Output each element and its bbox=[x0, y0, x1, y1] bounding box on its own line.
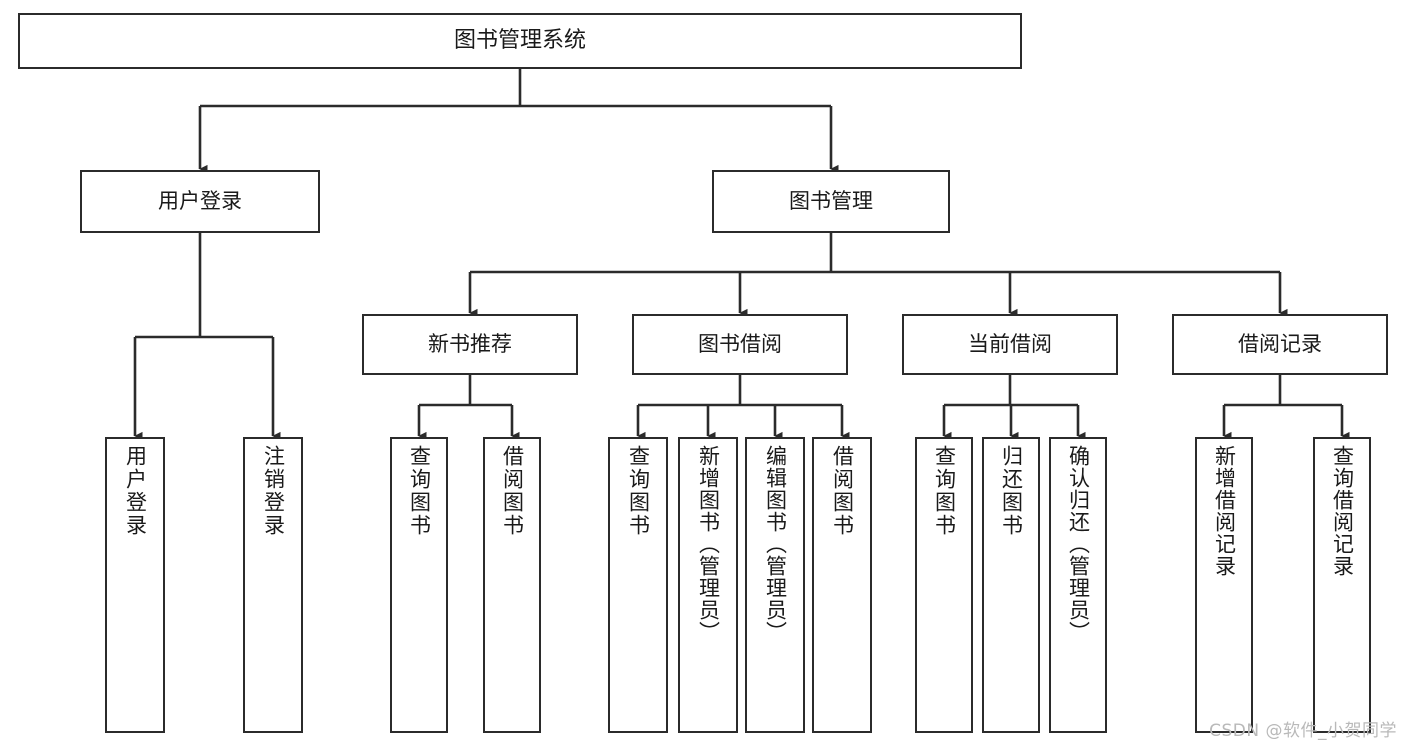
node-label: 查询图书 bbox=[932, 445, 957, 537]
node-leaf-br-add[interactable]: 新增借阅记录 bbox=[1195, 437, 1253, 733]
edge-paths bbox=[133, 69, 1350, 441]
node-leaf-rec-borrow[interactable]: 借阅图书 bbox=[483, 437, 541, 733]
node-label: 归还图书 bbox=[999, 445, 1024, 537]
node-label: 图书管理系统 bbox=[453, 28, 586, 54]
node-new-book-rec[interactable]: 新书推荐 bbox=[362, 314, 578, 375]
node-label: 查询图书 bbox=[407, 445, 432, 537]
node-label: 图书借阅 bbox=[698, 332, 782, 357]
node-label: 确认归还（管理员） bbox=[1066, 445, 1091, 643]
node-label: 查询借阅记录 bbox=[1330, 445, 1355, 577]
node-label: 借阅图书 bbox=[830, 445, 855, 537]
node-leaf-rec-query[interactable]: 查询图书 bbox=[390, 437, 448, 733]
node-label: 查询图书 bbox=[626, 445, 651, 537]
node-label: 借阅记录 bbox=[1238, 332, 1322, 357]
node-leaf-br-query[interactable]: 查询借阅记录 bbox=[1313, 437, 1371, 733]
node-current-borrow[interactable]: 当前借阅 bbox=[902, 314, 1118, 375]
node-label: 注销登录 bbox=[261, 445, 286, 537]
node-book-mgmt[interactable]: 图书管理 bbox=[712, 170, 950, 233]
node-label: 图书管理 bbox=[789, 189, 873, 214]
watermark-text: CSDN @软件_小贺同学 bbox=[1209, 721, 1397, 741]
node-label: 新增借阅记录 bbox=[1212, 445, 1237, 577]
node-label: 新书推荐 bbox=[428, 332, 512, 357]
node-leaf-bb-query[interactable]: 查询图书 bbox=[608, 437, 668, 733]
node-leaf-user-logout[interactable]: 注销登录 bbox=[243, 437, 303, 733]
node-leaf-bb-borrow[interactable]: 借阅图书 bbox=[812, 437, 872, 733]
node-label: 用户登录 bbox=[123, 445, 148, 537]
node-leaf-bb-add[interactable]: 新增图书（管理员） bbox=[678, 437, 738, 733]
node-borrow-record[interactable]: 借阅记录 bbox=[1172, 314, 1388, 375]
node-leaf-bb-edit[interactable]: 编辑图书（管理员） bbox=[745, 437, 805, 733]
node-book-borrow[interactable]: 图书借阅 bbox=[632, 314, 848, 375]
node-leaf-cb-return[interactable]: 归还图书 bbox=[982, 437, 1040, 733]
node-leaf-cb-query[interactable]: 查询图书 bbox=[915, 437, 973, 733]
node-label: 新增图书（管理员） bbox=[696, 445, 721, 643]
node-label: 用户登录 bbox=[158, 189, 242, 214]
node-label: 借阅图书 bbox=[500, 445, 525, 537]
node-user-login[interactable]: 用户登录 bbox=[80, 170, 320, 233]
node-leaf-user-login[interactable]: 用户登录 bbox=[105, 437, 165, 733]
node-label: 当前借阅 bbox=[968, 332, 1052, 357]
node-label: 编辑图书（管理员） bbox=[763, 445, 788, 643]
node-root[interactable]: 图书管理系统 bbox=[18, 13, 1022, 69]
node-leaf-cb-confirm[interactable]: 确认归还（管理员） bbox=[1049, 437, 1107, 733]
